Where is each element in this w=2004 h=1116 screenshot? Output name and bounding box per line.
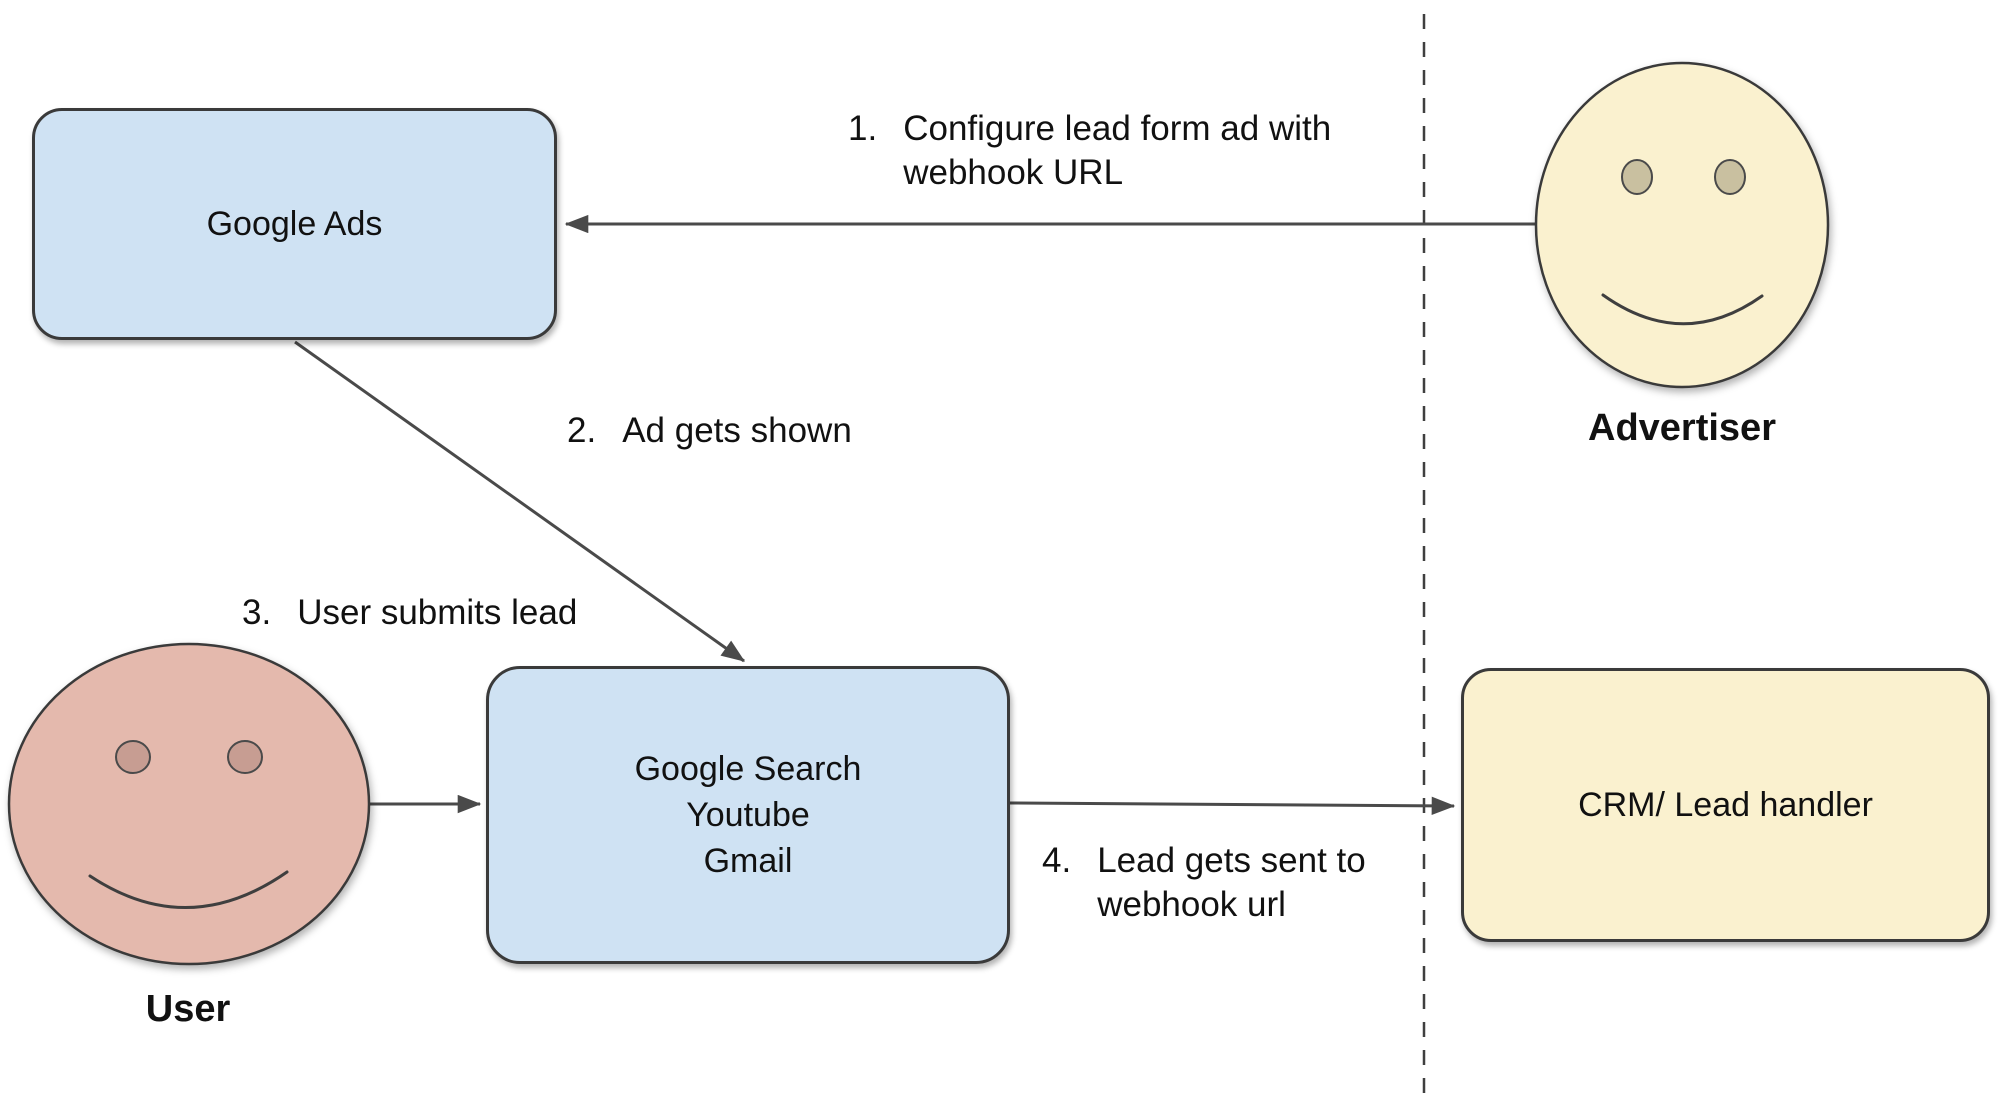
user-left-eye-icon [115,740,151,774]
crm-node: CRM/ Lead handler [1461,668,1990,942]
step-1-line2: webhook URL [903,153,1124,192]
step-1-line1: Configure lead form ad with [903,109,1332,148]
step-3-number: 3. [242,593,272,632]
step-4-number: 4. [1042,841,1072,880]
step-3-annotation: 3. User submits lead [242,591,577,635]
user-face-icon [7,642,371,966]
step-3-line1: User submits lead [297,593,578,632]
user-smile-icon [88,870,289,909]
advertiser-smile-icon [1601,293,1764,326]
step-2-number: 2. [567,411,597,450]
advertiser-caption: Advertiser [1588,407,1776,449]
advertiser-left-eye-icon [1621,159,1653,195]
arrow-google-ads-to-surfaces [294,340,746,663]
advertiser-face-icon [1534,61,1830,389]
user-caption: User [145,988,231,1030]
google-surfaces-node-line1: Google Search [634,750,862,788]
advertiser-head [1534,61,1830,389]
step-1-number: 1. [848,109,878,148]
user-right-eye-icon [227,740,263,774]
crm-node-label: CRM/ Lead handler [1578,786,1873,824]
google-ads-node-label: Google Ads [206,205,383,243]
step-2-line1: Ad gets shown [622,411,852,450]
advertiser-right-eye-icon [1714,159,1746,195]
step-4-annotation: 4. Lead gets sent to webhook url [1042,839,1366,927]
google-surfaces-node: Google Search Youtube Gmail [486,666,1010,964]
google-surfaces-node-line2: Youtube [686,796,810,834]
step-4-line1: Lead gets sent to [1097,841,1366,880]
arrow-surfaces-to-crm [1009,796,1456,816]
step-1-annotation: 1. Configure lead form ad with webhook U… [848,107,1331,195]
user-head [7,642,371,966]
step-2-annotation: 2. Ad gets shown [567,409,852,453]
google-ads-node: Google Ads [32,108,557,340]
step-4-line2: webhook url [1097,885,1286,924]
google-surfaces-node-line3: Gmail [703,842,793,880]
